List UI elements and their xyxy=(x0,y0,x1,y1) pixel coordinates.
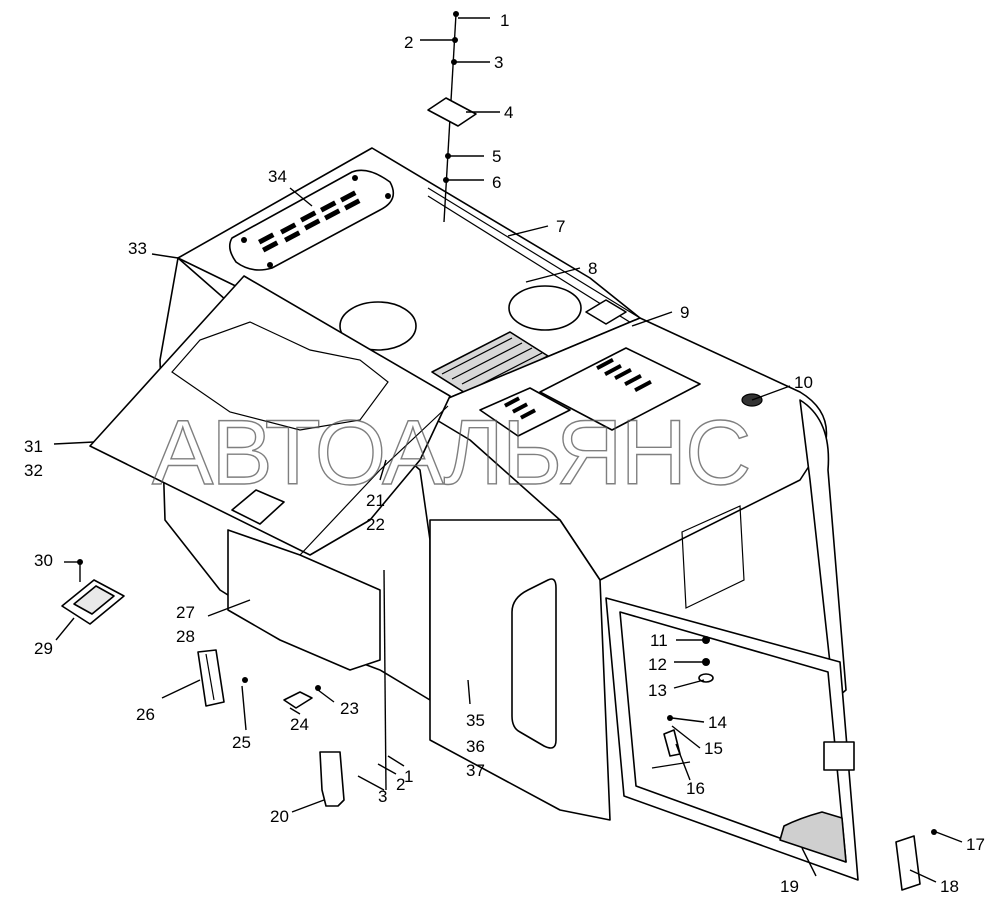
front-roof-vent xyxy=(479,347,701,437)
callout-23: 23 xyxy=(340,699,359,718)
roof-hinge xyxy=(585,299,627,325)
callout-36: 36 xyxy=(466,737,485,756)
roof-vent-grille xyxy=(228,169,395,271)
callout-30: 30 xyxy=(34,551,53,570)
callout-13: 13 xyxy=(648,681,667,700)
callout-32: 32 xyxy=(24,461,43,480)
callout-8: 8 xyxy=(588,259,597,278)
callout-5: 5 xyxy=(492,147,501,166)
callout-20: 20 xyxy=(270,807,289,826)
rear-window-louver xyxy=(681,505,745,609)
callout-22: 22 xyxy=(366,515,385,534)
door-mesh xyxy=(779,811,847,863)
headliner-panel xyxy=(89,275,451,556)
trim-strip xyxy=(299,405,449,556)
bolt xyxy=(283,691,313,709)
callout-19: 19 xyxy=(780,877,799,896)
grab-handle xyxy=(197,649,225,707)
callout-12: 12 xyxy=(648,655,667,674)
door-latch-plate xyxy=(823,741,855,771)
leader-lines xyxy=(53,17,963,883)
callout-2: 2 xyxy=(404,33,413,52)
mounting-bracket xyxy=(319,751,345,807)
callout-33: 33 xyxy=(128,239,147,258)
callout-24: 24 xyxy=(290,715,309,734)
callout-6: 6 xyxy=(492,173,501,192)
roof-opening-right xyxy=(508,285,582,331)
callout-28: 28 xyxy=(176,627,195,646)
callout-2-lower: 2 xyxy=(396,775,405,794)
side-window-cutout xyxy=(511,578,557,749)
door-frame xyxy=(605,597,859,881)
callout-1-lower: 1 xyxy=(404,767,413,786)
antenna-mount-stack xyxy=(427,11,477,223)
callout-3-lower: 3 xyxy=(378,787,387,806)
headliner-inner-contour xyxy=(171,321,389,431)
door-latch xyxy=(895,835,921,891)
callout-21: 21 xyxy=(366,491,385,510)
callout-7: 7 xyxy=(556,217,565,236)
callout-1: 1 xyxy=(500,11,509,30)
callout-18: 18 xyxy=(940,877,959,896)
callout-34: 34 xyxy=(268,167,287,186)
callout-labels: 1 2 3 4 5 6 7 8 9 10 11 12 13 14 15 16 1… xyxy=(24,11,985,896)
roof-opening-left xyxy=(339,301,417,351)
callout-35: 35 xyxy=(466,711,485,730)
callout-37: 37 xyxy=(466,761,485,780)
watermark-text: АВТОАЛЬЯНС xyxy=(152,402,750,504)
cab-lower-left-panel xyxy=(227,529,381,671)
callout-10: 10 xyxy=(794,373,813,392)
callout-31: 31 xyxy=(24,437,43,456)
callout-26: 26 xyxy=(136,705,155,724)
callout-17: 17 xyxy=(966,835,985,854)
callout-29: 29 xyxy=(34,639,53,658)
headliner-access-cover xyxy=(231,489,285,525)
callout-27: 27 xyxy=(176,603,195,622)
callout-9: 9 xyxy=(680,303,689,322)
callout-25: 25 xyxy=(232,733,251,752)
callout-16: 16 xyxy=(686,779,705,798)
callout-4: 4 xyxy=(504,103,513,122)
callout-15: 15 xyxy=(704,739,723,758)
callout-11: 11 xyxy=(650,631,668,650)
callout-3: 3 xyxy=(494,53,503,72)
access-cover-29 xyxy=(61,579,125,625)
callout-14: 14 xyxy=(708,713,727,732)
